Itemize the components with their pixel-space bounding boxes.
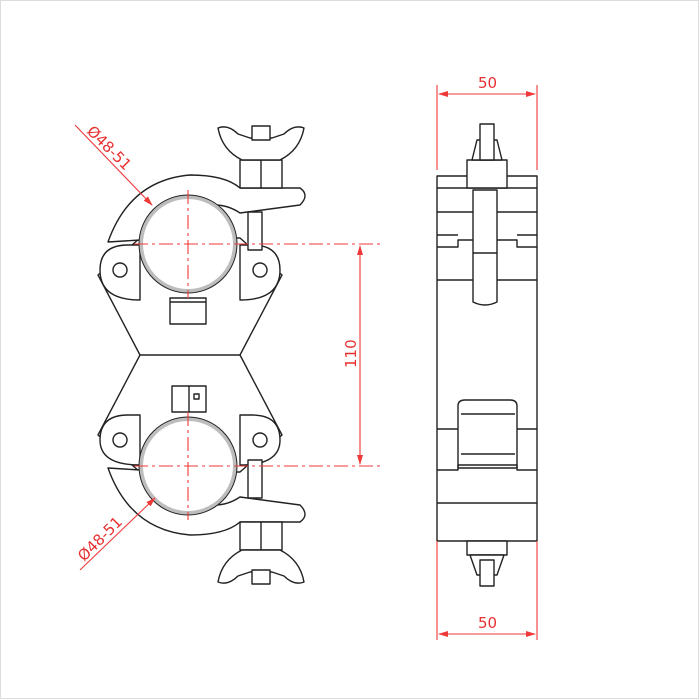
bottom-diameter-label: Ø48-51 (74, 513, 126, 565)
top-width-label: 50 (478, 74, 497, 92)
top-diameter-label: Ø48-51 (83, 122, 135, 174)
front-view: 110 Ø48-51 Ø48-51 (74, 122, 380, 585)
top-wing-nut (217, 126, 305, 161)
bottom-wing-nut (217, 549, 305, 584)
center-distance-label: 110 (342, 339, 360, 368)
bottom-width-label: 50 (478, 614, 497, 632)
side-view: 50 50 (436, 74, 538, 640)
